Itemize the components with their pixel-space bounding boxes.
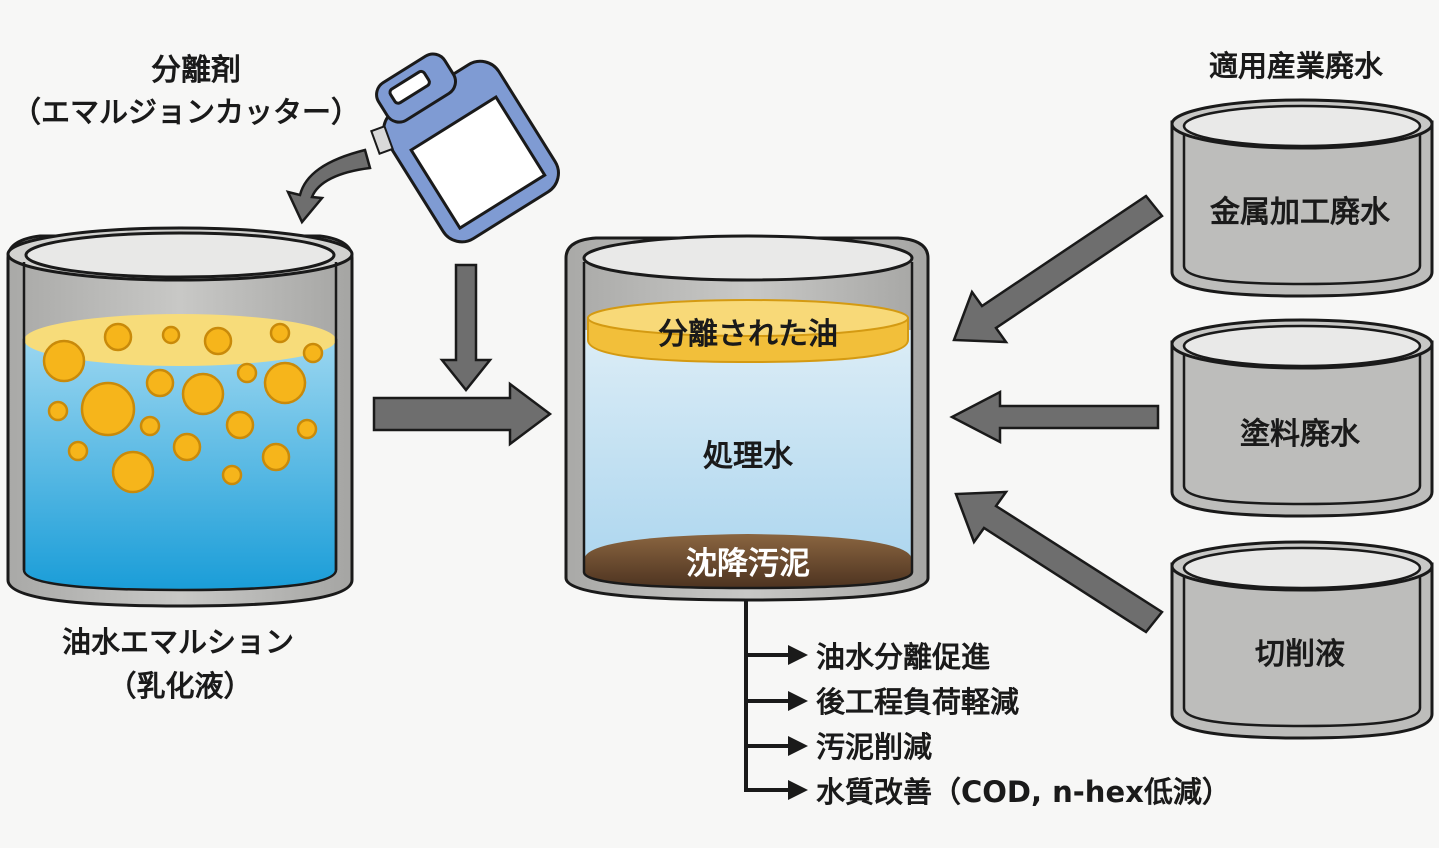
arrow-from-metal-icon — [952, 194, 1164, 344]
down-arrow-icon — [439, 263, 493, 393]
oil-droplets — [42, 322, 324, 494]
arrow-from-cutting-icon — [954, 490, 1164, 634]
industry-label: 塗料廃水 — [1240, 417, 1361, 452]
oil-layer-label: 分離された油 — [658, 317, 838, 352]
separator-agent-subtitle: （エマルジョンカッター） — [12, 95, 360, 129]
sludge-layer-label: 沈降汚泥 — [686, 546, 810, 582]
emulsion-label-line2: （乳化液） — [107, 669, 252, 703]
benefit-item: 油水分離促進 — [816, 640, 990, 674]
emulsion-label-line1: 油水エマルション — [62, 625, 294, 659]
industries-title: 適用産業廃水 — [1209, 49, 1384, 83]
benefit-item: 水質改善（COD, n-hex低減） — [816, 775, 1231, 809]
curved-arrow-icon — [285, 148, 372, 225]
paint-tank — [1170, 318, 1434, 518]
jug-spout — [370, 125, 394, 155]
separator-agent-title: 分離剤 — [151, 53, 241, 88]
benefit-item: 汚泥削減 — [816, 730, 932, 764]
treatment-tank — [564, 234, 930, 602]
arrow-from-paint-icon — [949, 389, 1160, 445]
jug-icon — [375, 52, 560, 244]
industry-label: 切削液 — [1255, 637, 1345, 672]
benefit-item: 後工程負荷軽減 — [816, 685, 1019, 719]
cutting-fluid-tank — [1170, 540, 1434, 740]
benefits-bracket — [744, 600, 808, 800]
flow-arrow-icon — [372, 381, 553, 447]
emulsion-tank — [6, 226, 354, 608]
industry-label: 金属加工廃水 — [1209, 195, 1391, 230]
water-layer-label: 処理水 — [703, 439, 794, 474]
metal-processing-tank — [1170, 98, 1434, 298]
